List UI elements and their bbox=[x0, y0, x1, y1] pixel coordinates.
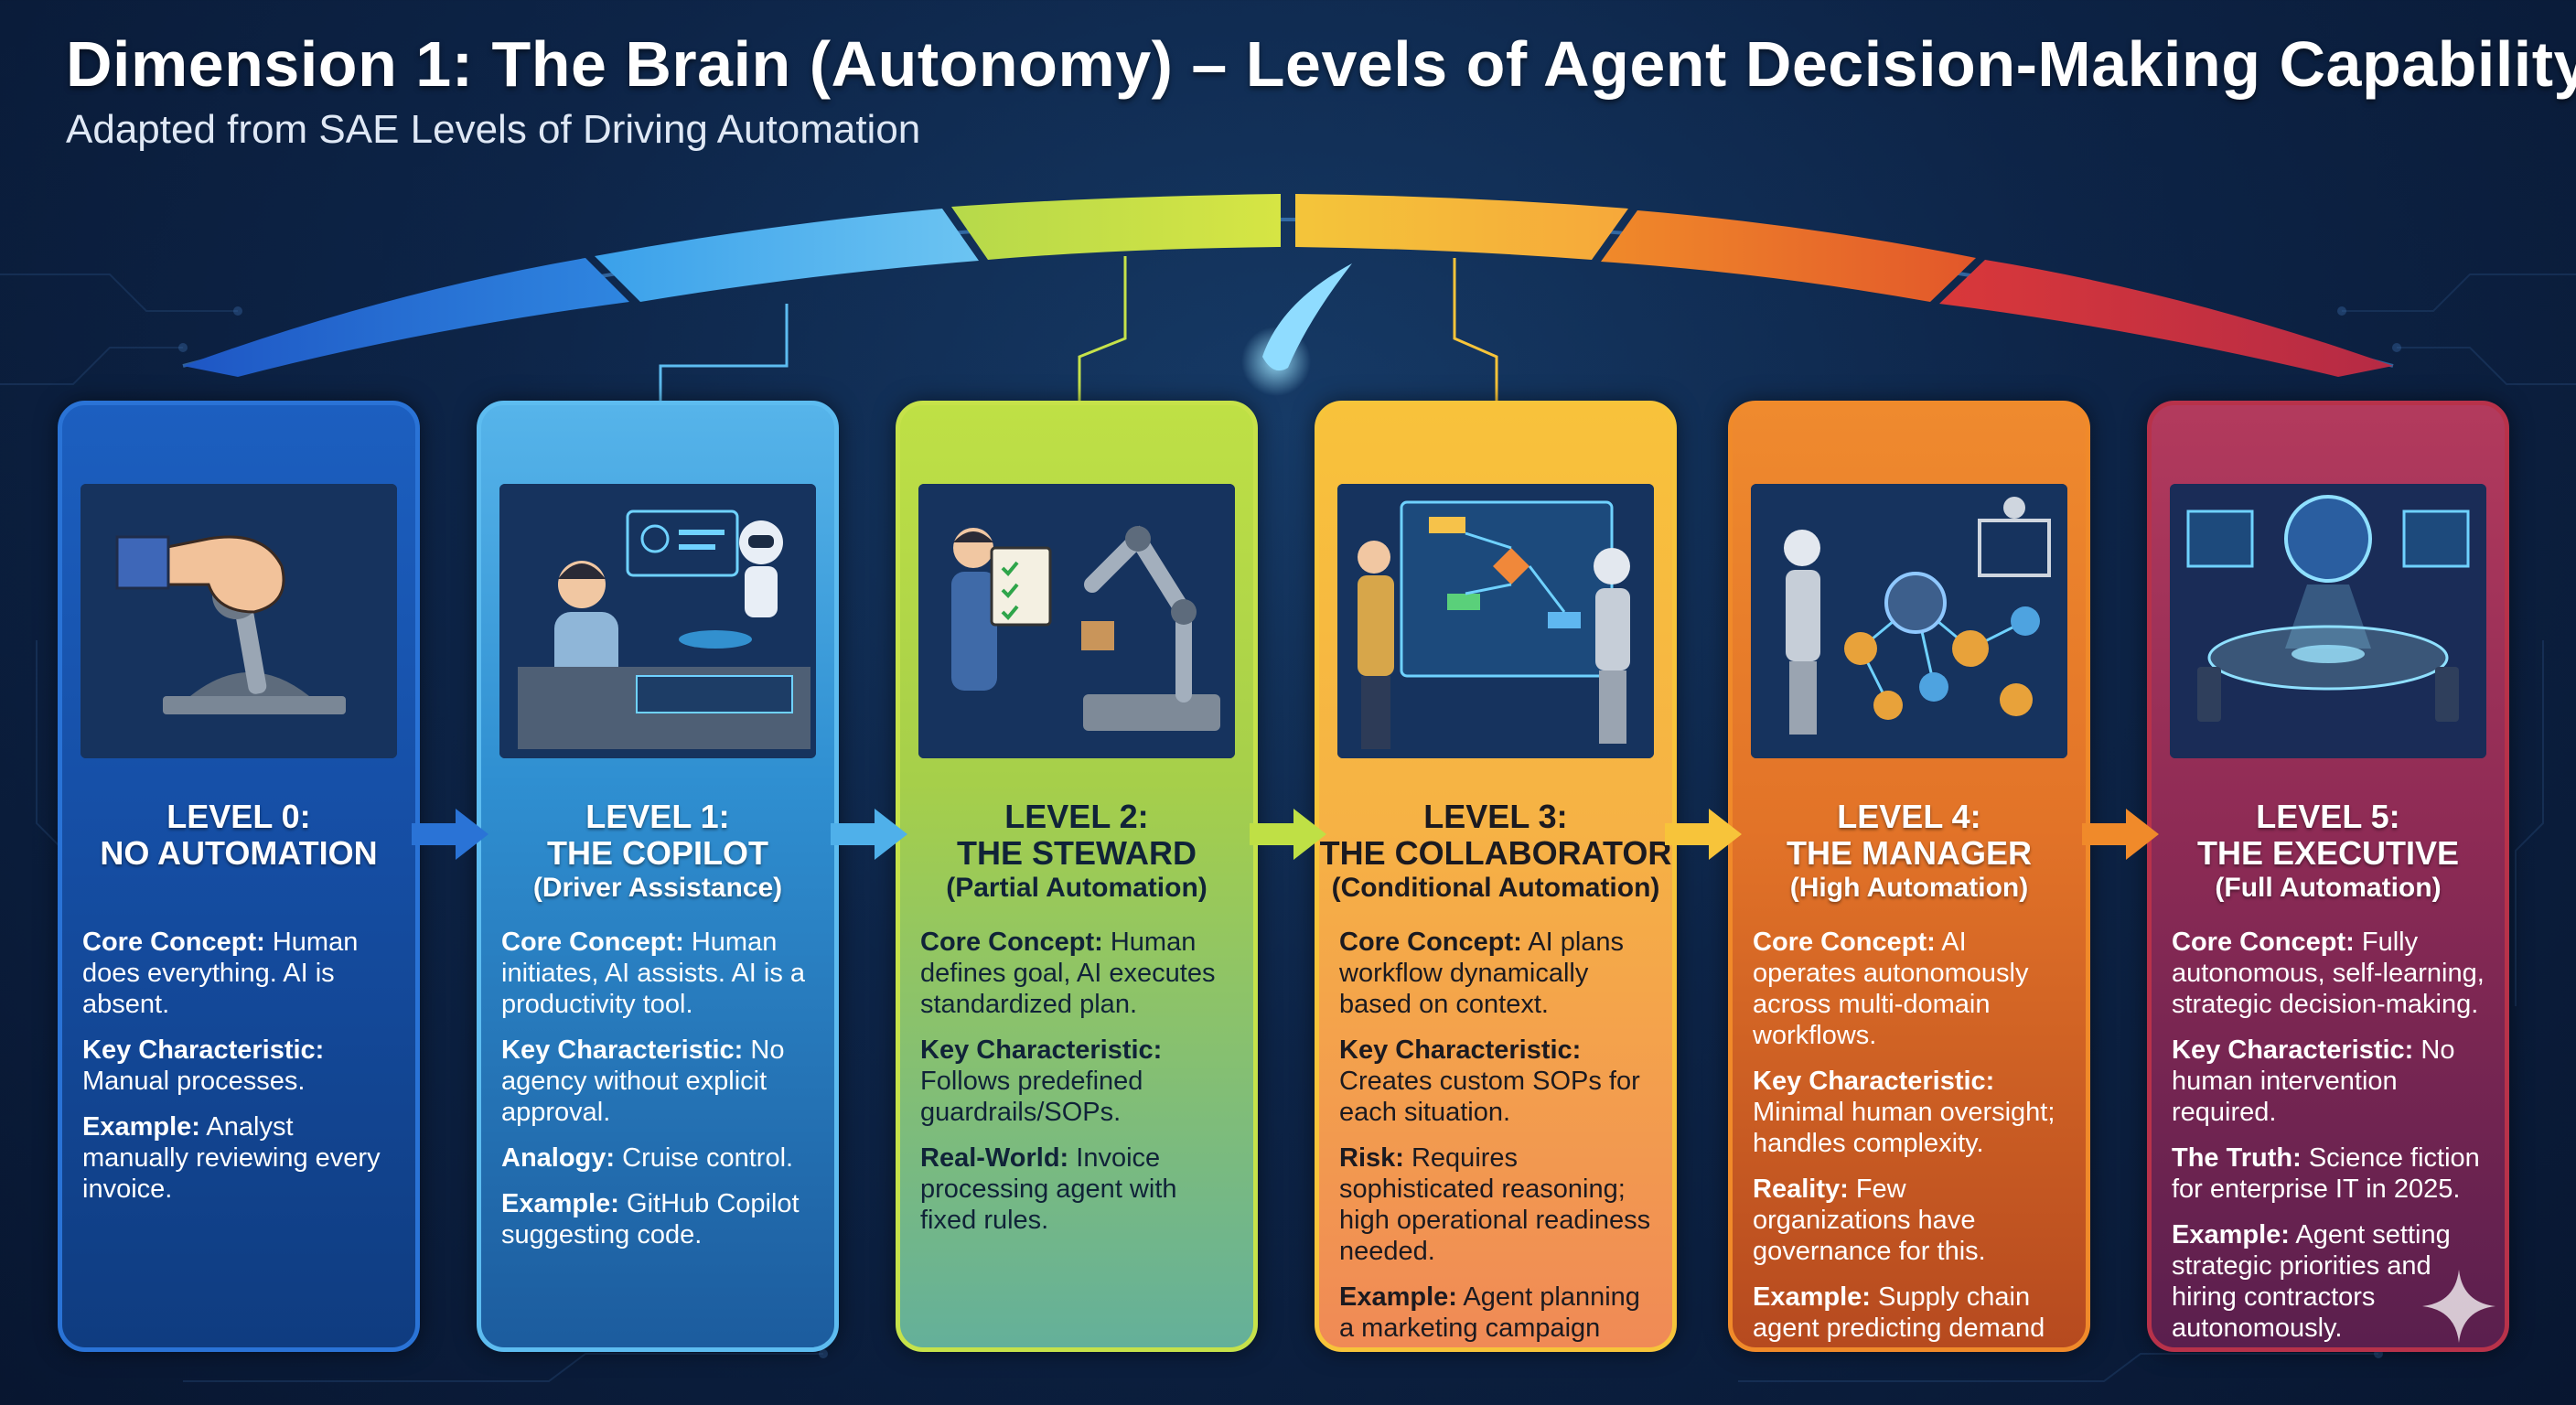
level-number: LEVEL 3: bbox=[1423, 798, 1568, 835]
robotic-arm-checklist-icon bbox=[918, 484, 1235, 758]
page-subtitle: Adapted from SAE Levels of Driving Autom… bbox=[66, 107, 921, 152]
level-subtitle: (High Automation) bbox=[1789, 873, 2029, 903]
level-header-5: LEVEL 5: THE EXECUTIVE (Full Automation) bbox=[2152, 799, 2505, 905]
detail-item: Core Concept: AI operates autonomously a… bbox=[1753, 928, 2029, 1050]
gear-lever-hand-icon bbox=[80, 484, 397, 758]
gauge-segment-3 bbox=[1295, 194, 1628, 260]
detail-item: Analogy: Cruise control. bbox=[501, 1143, 794, 1173]
gauge-needle bbox=[1262, 263, 1352, 371]
level-name: NO AUTOMATION bbox=[100, 834, 378, 872]
gauge-segment-5 bbox=[1939, 260, 2393, 377]
detail-item: Example: Agent planning a marketing camp… bbox=[1339, 1282, 1640, 1347]
detail-item: Key Characteristic: Follows predefined g… bbox=[920, 1035, 1163, 1127]
detail-item: Example: GitHub Copilot suggesting code. bbox=[501, 1189, 800, 1249]
level-details-4: Core Concept: AI operates autonomously a… bbox=[1753, 927, 2069, 1347]
sparkle-icon bbox=[2422, 1270, 2496, 1343]
level-card-1: LEVEL 1: THE COPILOT (Driver Assistance)… bbox=[477, 401, 839, 1352]
level-number: LEVEL 4: bbox=[1837, 798, 1981, 835]
detail-item: Reality: Few organizations have governan… bbox=[1753, 1174, 1986, 1266]
level-card-2: LEVEL 2: THE STEWARD (Partial Automation… bbox=[896, 401, 1258, 1352]
detail-item: Core Concept: Fully autonomous, self-lea… bbox=[2172, 928, 2485, 1019]
level-name: THE COLLABORATOR bbox=[1319, 834, 1672, 872]
detail-item: Example: Analyst manually reviewing ever… bbox=[82, 1112, 381, 1204]
autonomy-gauge-arc bbox=[182, 194, 2394, 401]
level-header-0: LEVEL 0: NO AUTOMATION bbox=[62, 799, 415, 872]
level-header-3: LEVEL 3: THE COLLABORATOR (Conditional A… bbox=[1319, 799, 1672, 905]
level-subtitle: (Driver Assistance) bbox=[532, 873, 783, 903]
level-card-4: LEVEL 4: THE MANAGER (High Automation) C… bbox=[1728, 401, 2090, 1352]
level-subtitle: (Conditional Automation) bbox=[1331, 873, 1660, 903]
detail-item: Risk: Requires sophisticated reasoning; … bbox=[1339, 1143, 1651, 1266]
arrow-right-icon bbox=[831, 809, 907, 860]
detail-item: Core Concept: Human initiates, AI assist… bbox=[501, 928, 806, 1019]
level-header-4: LEVEL 4: THE MANAGER (High Automation) bbox=[1733, 799, 2086, 905]
detail-item: Core Concept: Human defines goal, AI exe… bbox=[920, 928, 1216, 1019]
detail-item: Real-World: Invoice processing agent wit… bbox=[920, 1143, 1177, 1235]
level-number: LEVEL 5: bbox=[2256, 798, 2400, 835]
level-details-0: Core Concept: Human does everything. AI … bbox=[82, 927, 399, 1219]
human-with-robot-assistant-icon bbox=[499, 484, 816, 758]
level-name: THE COPILOT bbox=[547, 834, 768, 872]
level-number: LEVEL 2: bbox=[1004, 798, 1149, 835]
level-card-3: LEVEL 3: THE COLLABORATOR (Conditional A… bbox=[1315, 401, 1677, 1352]
arrow-right-icon bbox=[2082, 809, 2159, 860]
page-title: Dimension 1: The Brain (Autonomy) – Leve… bbox=[66, 28, 2576, 100]
detail-item: Key Characteristic: No human interventio… bbox=[2172, 1035, 2455, 1127]
arrow-right-icon bbox=[412, 809, 488, 860]
gauge-segment-0 bbox=[183, 258, 629, 377]
arrow-right-icon bbox=[1250, 809, 1326, 860]
gauge-segment-1 bbox=[595, 209, 979, 302]
detail-item: Example: Supply chain agent predicting d… bbox=[1753, 1282, 2045, 1347]
level-card-5: LEVEL 5: THE EXECUTIVE (Full Automation)… bbox=[2147, 401, 2509, 1352]
human-robot-flowchart-icon bbox=[1337, 484, 1654, 758]
level-number: LEVEL 0: bbox=[166, 798, 311, 835]
level-details-5: Core Concept: Fully autonomous, self-lea… bbox=[2172, 927, 2488, 1347]
level-name: THE STEWARD bbox=[956, 834, 1197, 872]
detail-item: Key Characteristic: Creates custom SOPs … bbox=[1339, 1035, 1640, 1127]
robot-gear-network-icon bbox=[1751, 484, 2067, 758]
level-header-1: LEVEL 1: THE COPILOT (Driver Assistance) bbox=[481, 799, 834, 905]
ai-brain-boardroom-icon bbox=[2170, 484, 2486, 758]
level-name: THE EXECUTIVE bbox=[2196, 834, 2460, 872]
detail-item: Key Characteristic: No agency without ex… bbox=[501, 1035, 785, 1127]
detail-item: The Truth: Science fiction for enterpris… bbox=[2172, 1143, 2480, 1204]
level-details-2: Core Concept: Human defines goal, AI exe… bbox=[920, 927, 1237, 1250]
detail-item: Key Characteristic: Minimal human oversi… bbox=[1753, 1067, 2055, 1158]
level-header-2: LEVEL 2: THE STEWARD (Partial Automation… bbox=[900, 799, 1253, 905]
detail-item: Core Concept: AI plans workflow dynamica… bbox=[1339, 928, 1625, 1019]
level-details-3: Core Concept: AI plans workflow dynamica… bbox=[1339, 927, 1656, 1347]
gauge-segment-4 bbox=[1601, 210, 1976, 302]
gauge-segment-2 bbox=[951, 194, 1281, 260]
detail-item: Core Concept: Human does everything. AI … bbox=[82, 928, 359, 1019]
detail-item: Example: Agent setting strategic priorit… bbox=[2172, 1220, 2451, 1343]
level-subtitle: (Full Automation) bbox=[2215, 873, 2442, 903]
arrow-right-icon bbox=[1665, 809, 1742, 860]
level-subtitle: (Partial Automation) bbox=[946, 873, 1208, 903]
level-details-1: Core Concept: Human initiates, AI assist… bbox=[501, 927, 818, 1265]
detail-item: Key Characteristic: Manual processes. bbox=[82, 1035, 325, 1096]
level-number: LEVEL 1: bbox=[585, 798, 730, 835]
level-card-0: LEVEL 0: NO AUTOMATION Core Concept: Hum… bbox=[58, 401, 420, 1352]
level-name: THE MANAGER bbox=[1787, 834, 2032, 872]
